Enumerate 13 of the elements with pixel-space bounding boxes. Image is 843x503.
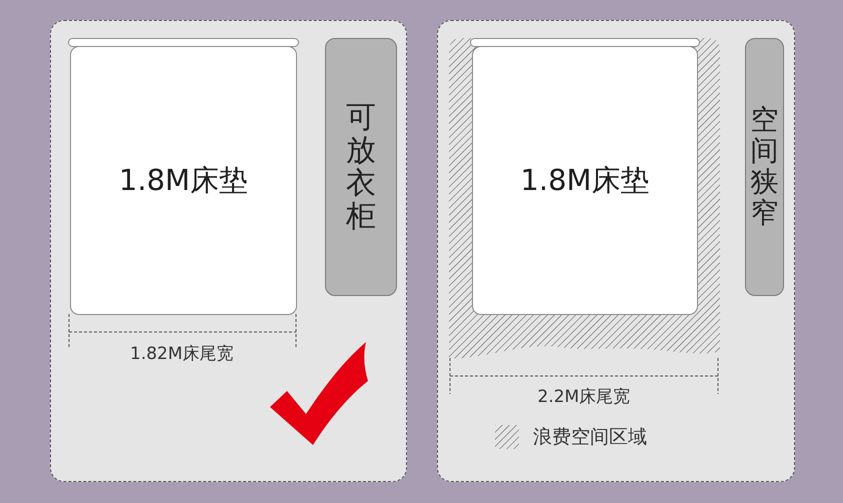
mattress [70,46,297,315]
legend-label: 浪费空间区域 [533,426,647,448]
dimension-label: 2.2M床尾宽 [538,387,630,407]
wardrobe-label: 空间狭窄 [750,105,778,229]
panel-card [437,20,795,482]
panel-card [50,20,407,482]
mattress [472,46,698,315]
wardrobe-block [745,38,784,296]
mattress-label: 1.8M床垫 [118,162,248,198]
dimension-label: 1.82M床尾宽 [130,344,234,364]
mattress-label: 1.8M床垫 [520,162,650,198]
wardrobe-block [325,38,397,296]
wardrobe-label: 可放衣柜 [346,101,376,233]
